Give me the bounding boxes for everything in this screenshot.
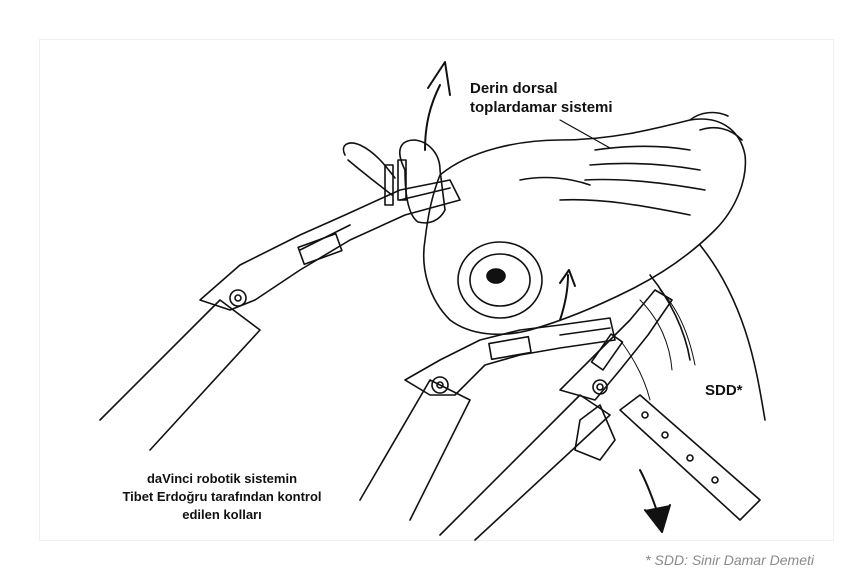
dorsal-vein-label: Derin dorsal toplardamar sistemi — [470, 79, 613, 117]
illustration-frame — [40, 40, 833, 540]
footnote: * SDD: Sinir Damar Demeti — [645, 552, 814, 568]
curved-arrow — [559, 274, 569, 321]
urethra-lumen — [486, 268, 506, 284]
robotic-arms-label-line3: edilen kolları — [182, 507, 262, 522]
dorsal-vein-label-line1: Derin dorsal — [470, 80, 558, 97]
robot-arm-1 — [99, 179, 461, 451]
robot-arm-2 — [359, 317, 616, 521]
robotic-arms-label-line2: Tibet Erdoğru tarafından kontrol — [122, 489, 322, 504]
robotic-arms-label-line1: daVinci robotik sistemin — [146, 471, 298, 486]
robot-arm-3 — [439, 289, 673, 541]
dorsal-vein-label-line2: toplardamar sistemi — [470, 99, 613, 116]
retractor-blade — [574, 394, 761, 521]
tissue-mass — [422, 118, 747, 336]
tissue-lower — [699, 244, 766, 421]
robotic-arms-label: daVinci robotik sistemin Tibet Erdoğru t… — [72, 470, 372, 524]
sdd-label: SDD* — [705, 382, 743, 399]
urethra-ring — [457, 241, 543, 319]
up-arrow — [424, 84, 441, 151]
